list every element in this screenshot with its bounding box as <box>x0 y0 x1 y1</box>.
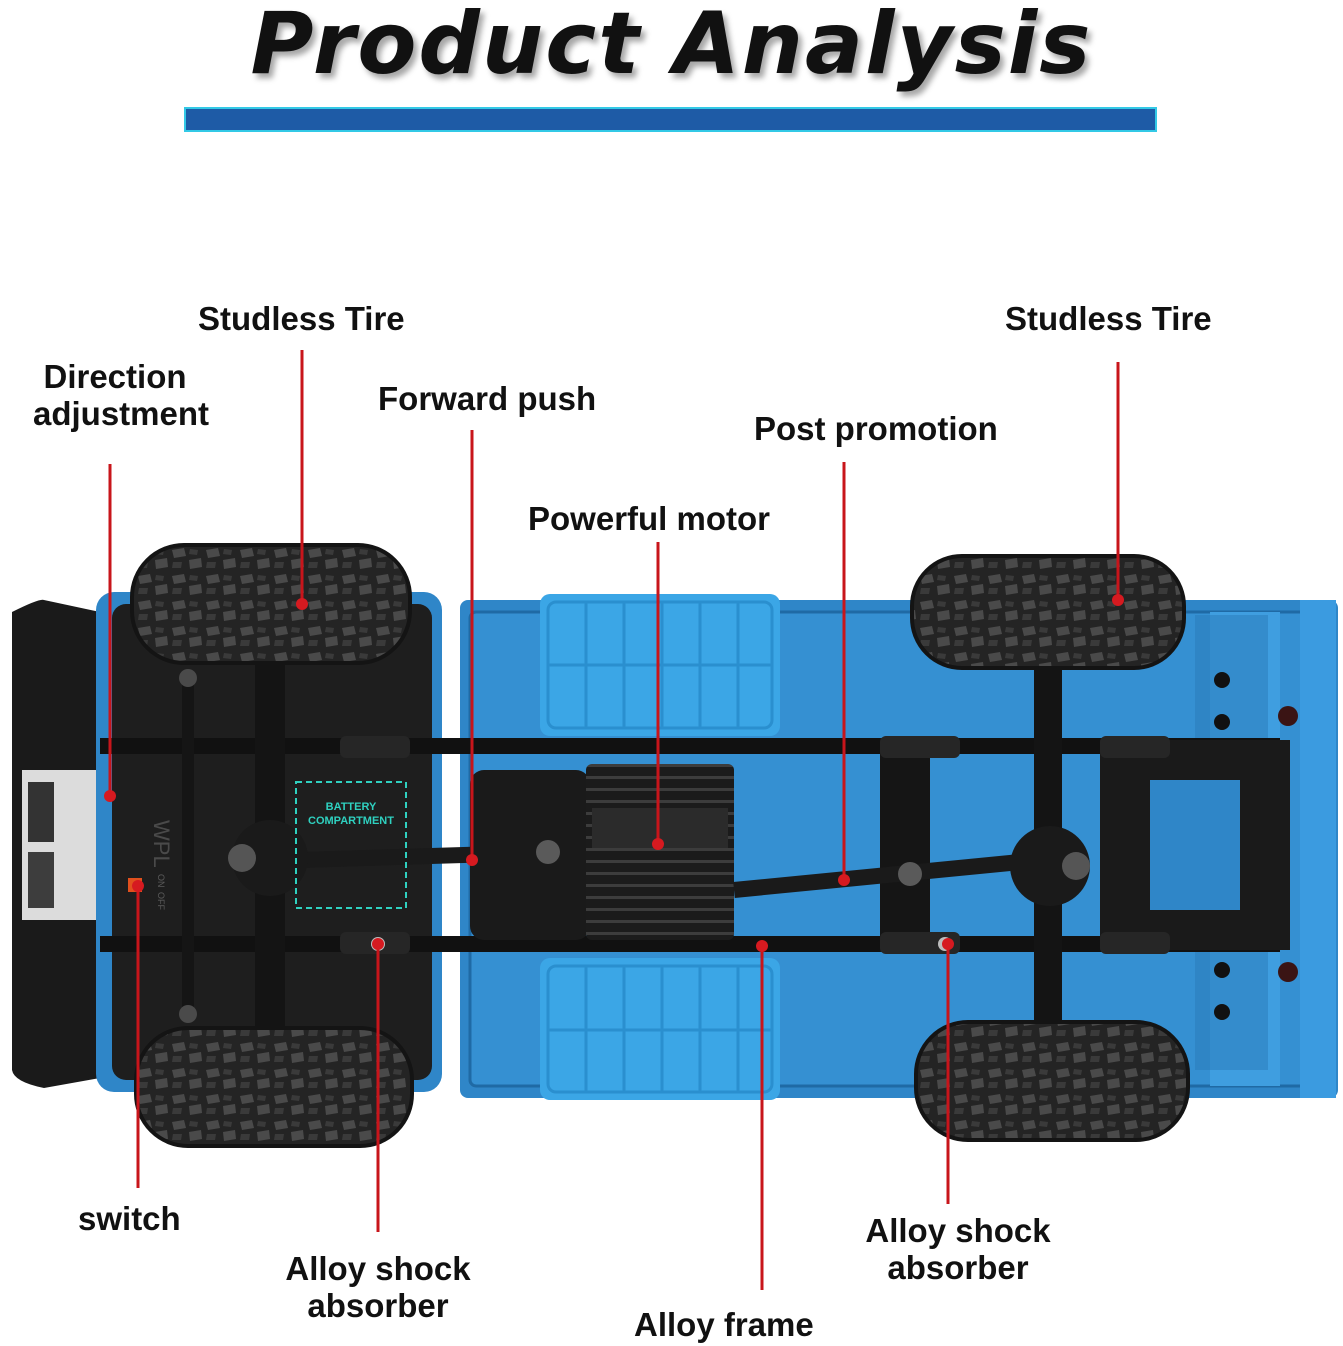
label-alloy-shock-right-line2: absorber <box>887 1249 1029 1286</box>
switch-on-marking: ON <box>156 874 166 888</box>
rear-bolts <box>1214 672 1298 1020</box>
label-alloy-frame: Alloy frame <box>634 1306 814 1343</box>
label-switch: switch <box>78 1200 181 1237</box>
label-post-promotion: Post promotion <box>754 410 998 447</box>
switch-off-marking: OFF <box>156 892 166 910</box>
battery-label-line1: BATTERY <box>326 801 377 813</box>
label-alloy-shock-right-line1: Alloy shock <box>865 1212 1051 1249</box>
rear-axle <box>1010 650 1090 1040</box>
drive-shafts <box>299 840 1021 898</box>
front-axle <box>179 630 308 1070</box>
title-underline-bar <box>184 107 1157 132</box>
label-studless-tire-right: Studless Tire <box>1005 300 1212 337</box>
label-alloy-shock-left-line1: Alloy shock <box>285 1250 471 1287</box>
label-alloy-shock-left-line2: absorber <box>307 1287 449 1324</box>
brand-marking: WPL <box>149 820 174 868</box>
tire-front-bottom <box>134 1026 414 1148</box>
tire-front-top <box>130 543 412 665</box>
callout-lines <box>104 350 1124 1290</box>
label-powerful-motor: Powerful motor <box>528 500 771 537</box>
label-forward-push: Forward push <box>378 380 597 417</box>
label-direction-adjustment-line2: adjustment <box>32 395 210 432</box>
tire-rear-bottom <box>914 1020 1190 1142</box>
label-studless-tire-left: Studless Tire <box>198 300 405 337</box>
fuel-tank-top <box>540 594 780 736</box>
battery-label-line2: COMPARTMENT <box>308 815 394 827</box>
front-bumper <box>12 599 100 1088</box>
page-title: Product Analysis <box>250 0 1093 94</box>
label-alloy-shock-left: Alloy shock absorber <box>270 1250 486 1324</box>
tire-rear-top <box>910 554 1186 670</box>
label-direction-adjustment-line1: Direction <box>43 358 187 395</box>
fuel-tank-bottom <box>540 958 780 1100</box>
label-direction-adjustment: Direction adjustment <box>16 358 226 432</box>
battery-compartment: BATTERY COMPARTMENT <box>295 781 407 909</box>
label-alloy-shock-right: Alloy shock absorber <box>850 1212 1066 1286</box>
